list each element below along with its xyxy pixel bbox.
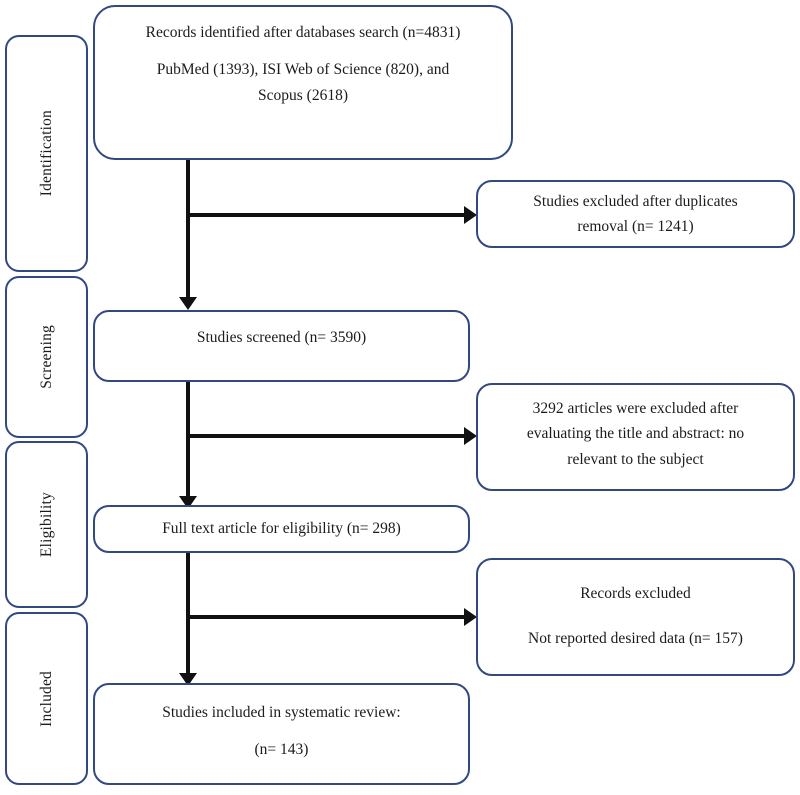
studies-screened-line1: Studies screened (n= 3590) [196, 329, 367, 346]
arrowhead-fulltext-to-included [179, 673, 197, 686]
excluded-title-abstract-line3: relevant to the subject [567, 450, 704, 468]
stage-label-included: Included [37, 670, 55, 727]
stage-screening: Screening [5, 276, 88, 438]
excluded-no-data-line1: Records excluded [580, 585, 691, 602]
records-identified-line1: Records identified after databases searc… [145, 24, 461, 41]
excluded-title-abstract-line2: evaluating the title and abstract: no [526, 425, 745, 443]
box-excluded-no-data: Records excluded Not reported desired da… [476, 558, 795, 676]
box-records-identified: Records identified after databases searc… [93, 5, 513, 160]
excluded-title-abstract-line1: 3292 articles were excluded after [532, 400, 739, 417]
box-studies-screened: Studies screened (n= 3590) [93, 310, 470, 382]
stage-label-identification: Identification [37, 110, 55, 197]
connector-identified-to-screened [186, 157, 190, 305]
excluded-no-data-line2: Not reported desired data (n= 157) [528, 630, 743, 648]
arrowhead-identified-to-duplicates [464, 206, 477, 224]
stage-label-screening: Screening [37, 325, 55, 389]
records-identified-line3: Scopus (2618) [258, 86, 348, 104]
studies-included-line1: Studies included in systematic review: [162, 704, 401, 721]
connector-screened-to-title-abstract [186, 434, 466, 438]
stage-identification: Identification [5, 35, 88, 272]
stage-eligibility: Eligibility [5, 441, 88, 608]
box-excluded-duplicates: Studies excluded after duplicates remova… [476, 180, 795, 248]
records-identified-line2: PubMed (1393), ISI Web of Science (820),… [156, 61, 450, 79]
connector-fulltext-to-no-data [186, 615, 466, 619]
arrowhead-identified-to-screened [179, 297, 197, 310]
stage-label-eligibility: Eligibility [37, 491, 55, 558]
studies-included-line2: (n= 143) [254, 741, 309, 759]
arrowhead-screened-to-title-abstract [464, 427, 477, 445]
box-studies-included: Studies included in systematic review: (… [93, 683, 470, 785]
box-excluded-title-abstract: 3292 articles were excluded after evalua… [476, 383, 795, 491]
connector-screened-to-fulltext [186, 381, 190, 504]
box-full-text-eligibility: Full text article for eligibility (n= 29… [93, 505, 470, 553]
excluded-duplicates-line2: removal (n= 1241) [577, 218, 694, 235]
excluded-duplicates-line1: Studies excluded after duplicates [533, 192, 738, 210]
full-text-eligibility-line1: Full text article for eligibility (n= 29… [162, 520, 401, 538]
stage-included: Included [5, 612, 88, 785]
connector-identified-to-duplicates [186, 213, 466, 217]
arrowhead-fulltext-to-no-data [464, 608, 477, 626]
